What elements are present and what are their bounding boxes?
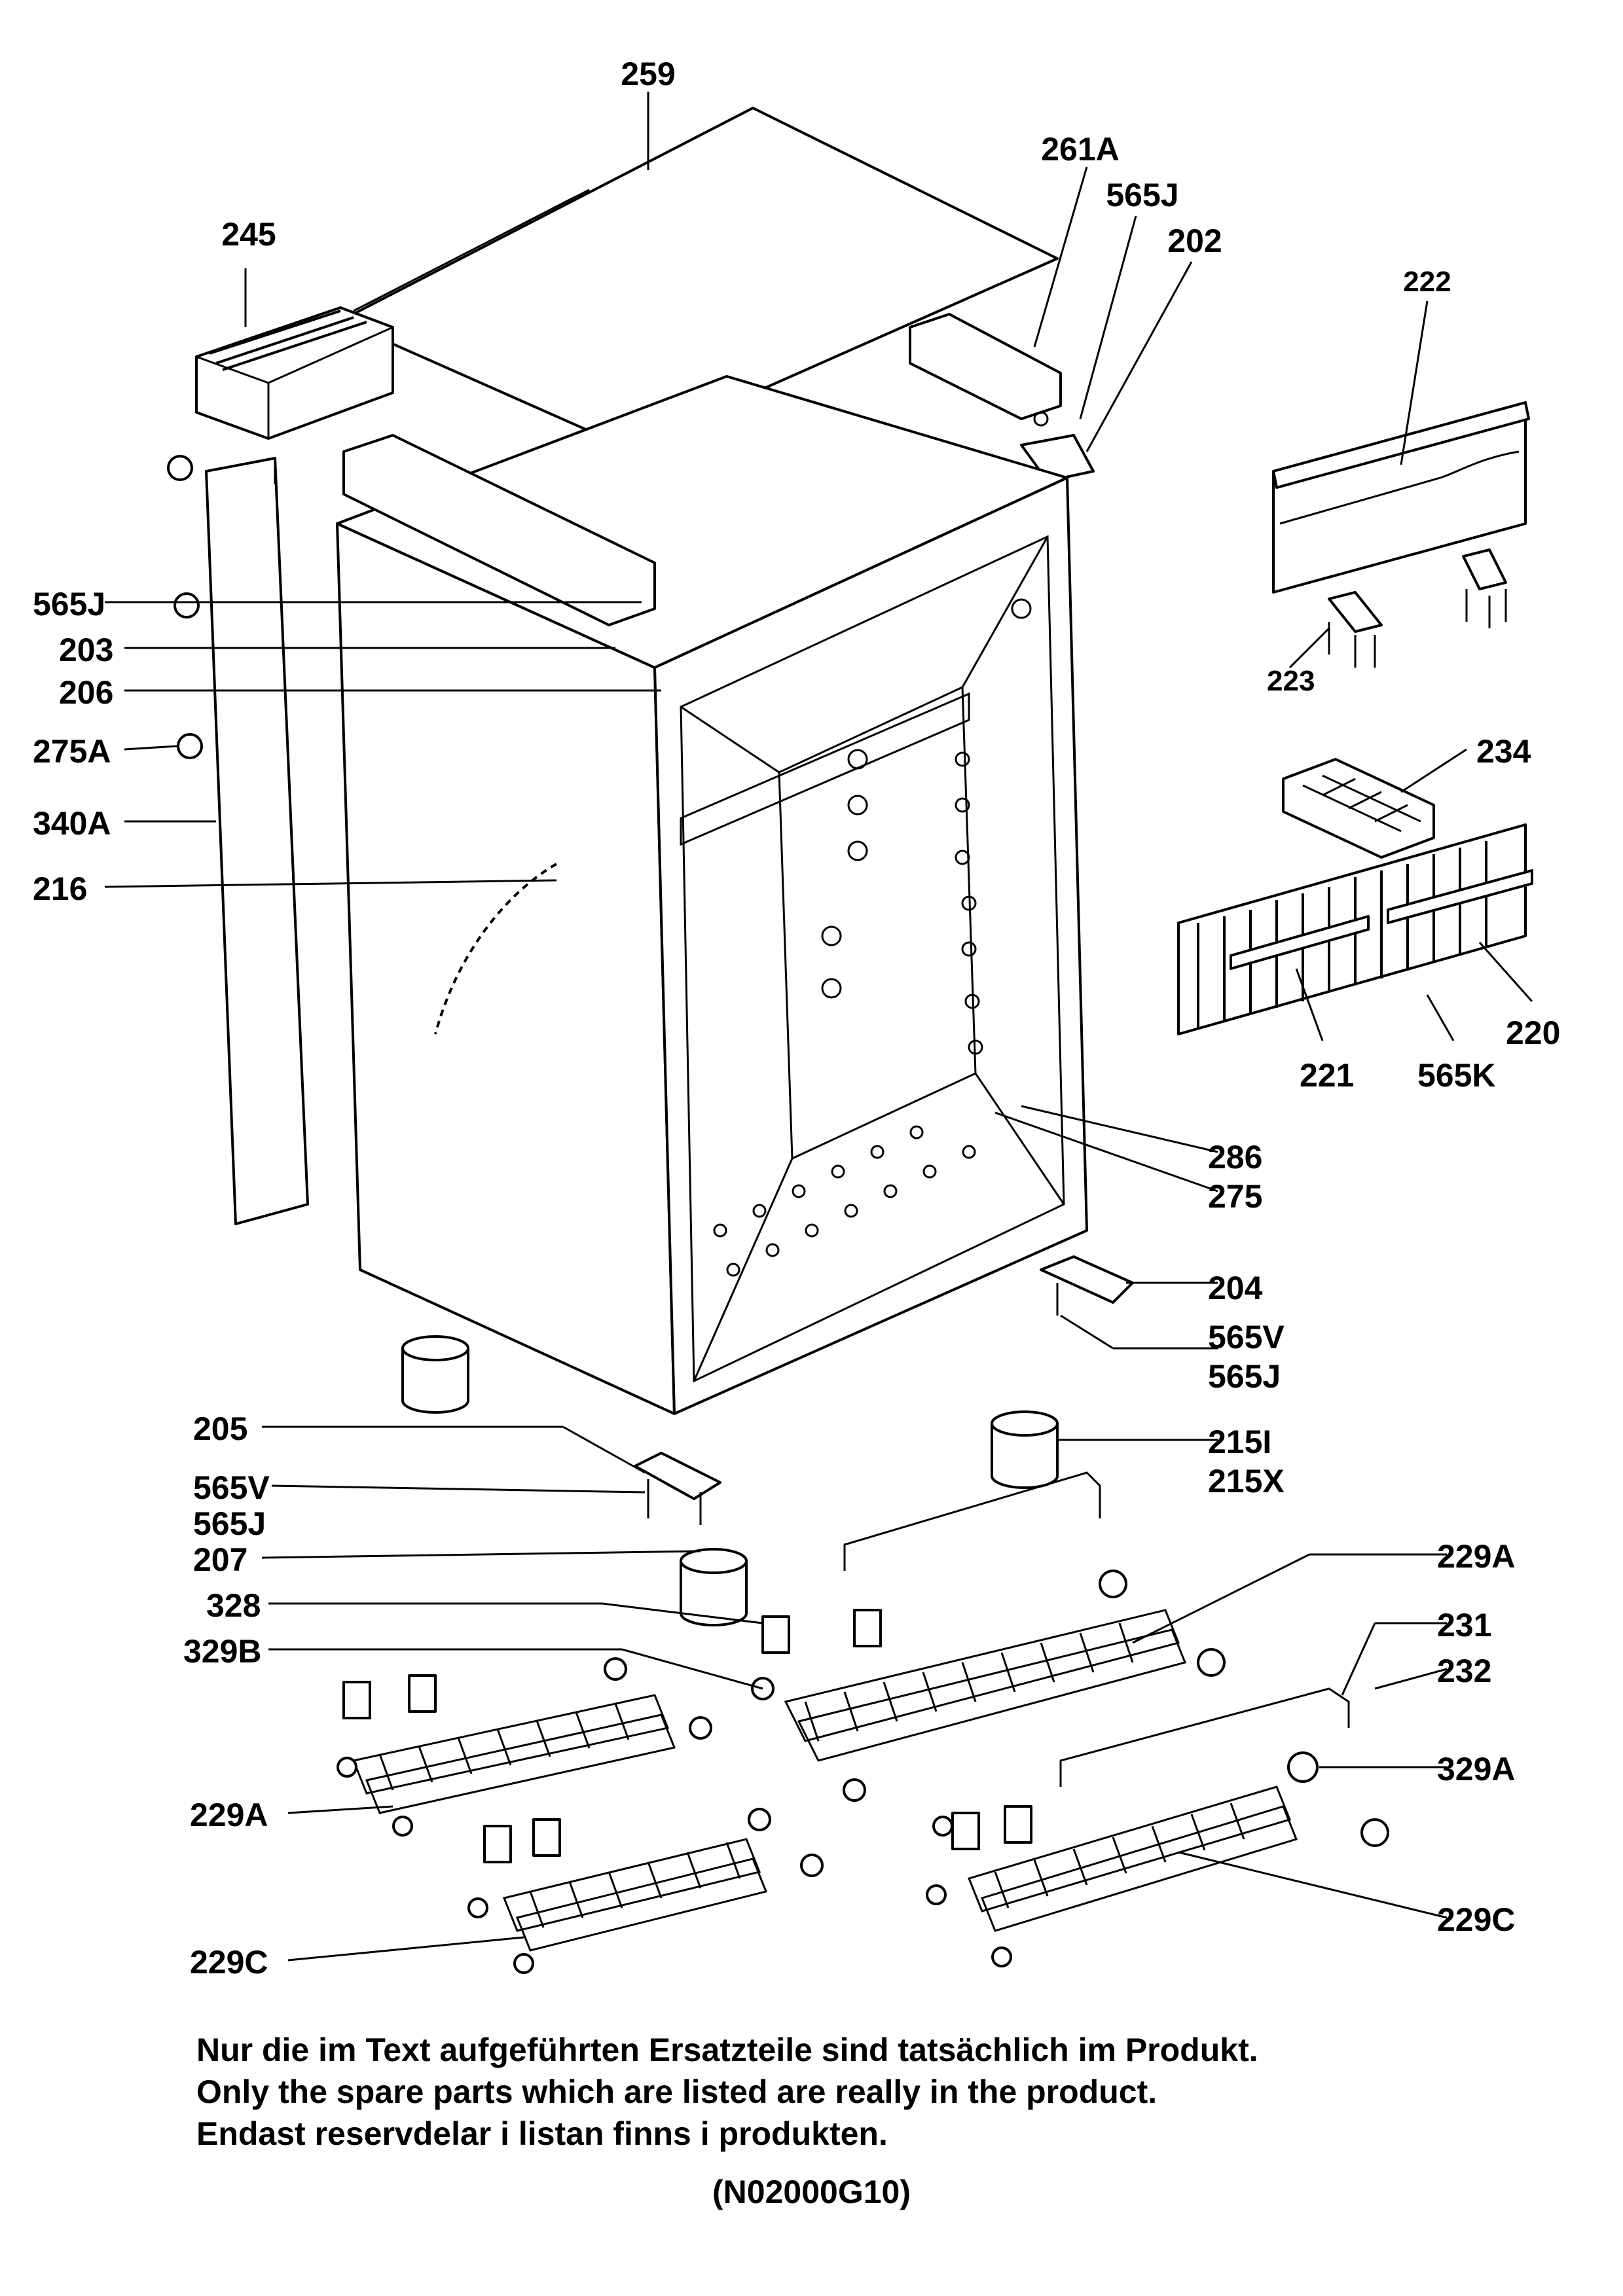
feet-parts (401, 1335, 1059, 1626)
callout-222: 222 (1403, 266, 1451, 298)
callout-565J-left: 565J (193, 1505, 266, 1542)
note-english: Only the spare parts which are listed ar… (196, 2073, 1158, 2110)
callout-229A-right: 229A (1437, 1538, 1516, 1575)
callout-565K: 565K (1417, 1057, 1496, 1094)
callout-565V-right: 565V (1208, 1319, 1285, 1355)
callout-328: 328 (206, 1587, 261, 1624)
drawing-code: (N02000G10) (712, 2174, 911, 2210)
callout-565V-left: 565V (193, 1469, 270, 1506)
callout-286: 286 (1208, 1139, 1262, 1175)
callout-labels: 259 261A 565J 202 245 222 565J 203 206 2… (33, 56, 1560, 1981)
shelf-rail-parts (843, 1471, 1350, 1787)
callout-229C-left: 229C (190, 1944, 268, 1981)
callout-216: 216 (33, 870, 87, 907)
callout-207: 207 (193, 1541, 247, 1578)
callout-204: 204 (1208, 1270, 1263, 1306)
note-german: Nur die im Text aufgeführten Ersatzteile… (196, 2032, 1258, 2068)
wire-shelf-229C-right (967, 1785, 1298, 1932)
callout-221: 221 (1300, 1057, 1354, 1094)
callout-232: 232 (1437, 1653, 1491, 1689)
lower-hinge-parts (634, 1255, 1134, 1525)
callout-565J-right: 565J (1208, 1358, 1281, 1395)
callout-215X: 215X (1208, 1463, 1285, 1499)
wire-shelf-229A-left (352, 1694, 676, 1814)
callout-205: 205 (193, 1410, 247, 1447)
leader-lines (104, 92, 1533, 1962)
callout-206: 206 (59, 674, 113, 711)
callout-329A: 329A (1437, 1751, 1516, 1787)
callout-220: 220 (1506, 1014, 1560, 1051)
callout-229A-left: 229A (190, 1797, 268, 1833)
callout-229C-right: 229C (1437, 1901, 1516, 1938)
callout-340A: 340A (33, 805, 111, 842)
callout-259: 259 (621, 56, 675, 92)
callout-275A: 275A (33, 733, 111, 770)
callout-565J-mid: 565J (33, 586, 105, 622)
callout-245: 245 (221, 216, 276, 253)
ice-tray-part (1282, 758, 1435, 859)
top-cover-part (339, 107, 1059, 458)
callout-329B: 329B (183, 1633, 262, 1670)
callout-261A: 261A (1041, 131, 1120, 168)
wire-shelf-229C-left (502, 1838, 768, 1952)
cabinet-body-part (336, 375, 1088, 1415)
vent-grille-part (195, 306, 394, 440)
callout-215I: 215I (1208, 1424, 1271, 1460)
callout-565J-top: 565J (1106, 177, 1178, 213)
callout-223: 223 (1267, 665, 1315, 697)
shelf-clip-parts (337, 1570, 1389, 1974)
knob-parts (167, 455, 203, 759)
callout-234: 234 (1476, 733, 1531, 770)
freezer-door-part (1272, 401, 1530, 668)
callout-231: 231 (1437, 1607, 1491, 1643)
callout-203: 203 (59, 632, 113, 668)
callout-275: 275 (1208, 1178, 1262, 1215)
side-panel-part (205, 457, 309, 1225)
evaporator-fins-part (1177, 823, 1533, 1035)
wire-shelf-229A-right (784, 1609, 1187, 1762)
callout-202: 202 (1167, 223, 1222, 259)
note-swedish: Endast reservdelar i listan finns i prod… (196, 2115, 888, 2152)
